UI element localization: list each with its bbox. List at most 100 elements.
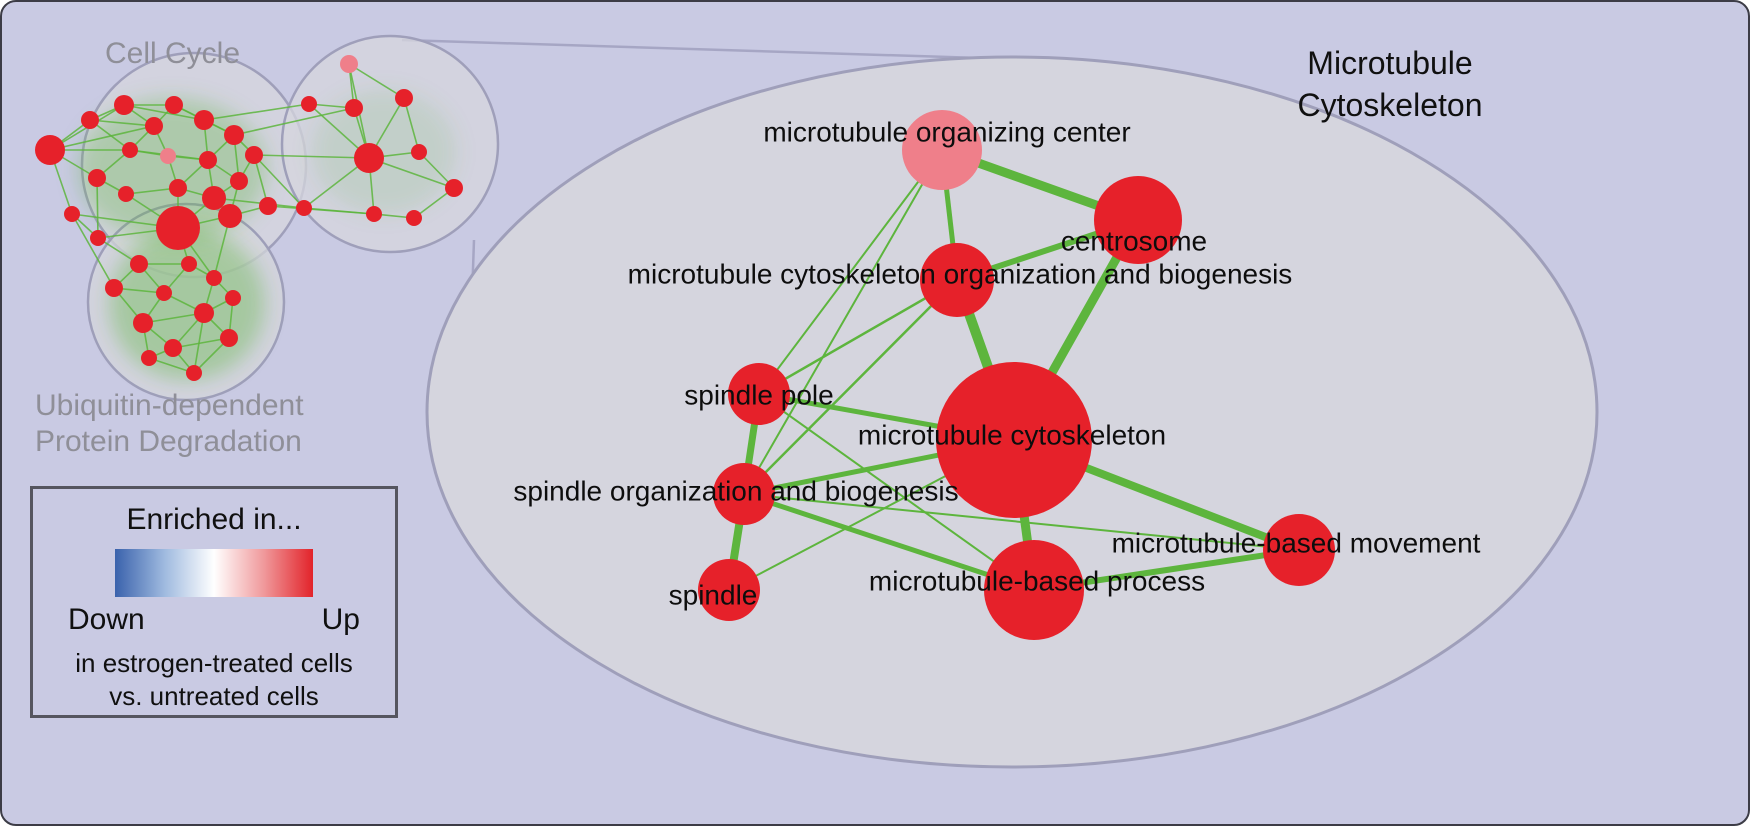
- detail-node-label-moc: microtubule organizing center: [763, 117, 1130, 148]
- detail-edge-spindleorg-process: [741, 491, 1037, 593]
- detail-edge-spindlepole-process: [758, 393, 1035, 591]
- detail-node-movement: [1263, 514, 1335, 586]
- overview-node: [133, 313, 153, 333]
- overview-edge: [303, 207, 375, 215]
- overview-node: [220, 329, 238, 347]
- detail-node-label-orgbio: microtubule cytoskeleton organization an…: [628, 259, 1293, 290]
- detail-node-label-process: microtubule-based process: [869, 566, 1205, 597]
- overview-edge: [403, 97, 420, 153]
- magnifier-line: [401, 38, 1013, 61]
- overview-edge: [253, 154, 370, 159]
- overview-edge: [203, 103, 310, 121]
- detail-node-label-spindlepole: spindle pole: [684, 380, 833, 411]
- overview-node: [354, 143, 384, 173]
- overview-node: [225, 290, 241, 306]
- legend: Enriched in... Down Up in estrogen-treat…: [30, 486, 398, 718]
- overview-node: [224, 125, 244, 145]
- detail-node-spindlepole: [728, 363, 790, 425]
- detail-node-label-centrosome: centrosome: [1061, 226, 1207, 257]
- overview-node: [118, 186, 134, 202]
- overview-node: [122, 142, 138, 158]
- overview-node: [345, 99, 363, 117]
- detail-edge-moc-spindleorg: [743, 149, 943, 495]
- legend-up-label: Up: [321, 603, 360, 636]
- overview-node: [160, 148, 176, 164]
- overview-node: [145, 117, 163, 135]
- overview-node: [202, 186, 226, 210]
- overview-node: [88, 169, 106, 187]
- overview-edge: [172, 337, 230, 349]
- overview-node: [194, 110, 214, 130]
- legend-down-label: Down: [68, 603, 145, 636]
- overview-node: [245, 146, 263, 164]
- detail-node-label-movement: microtubule-based movement: [1112, 528, 1481, 559]
- overview-node: [218, 204, 242, 228]
- overview-edge: [96, 177, 99, 239]
- overview-edge: [142, 312, 205, 324]
- detail-node-label-mtcyto: microtubule cytoskeleton: [858, 420, 1166, 451]
- legend-caption-line2: vs. untreated cells: [109, 681, 319, 711]
- cluster-haze: [312, 90, 456, 214]
- overview-edge: [213, 197, 305, 209]
- legend-caption-line1: in estrogen-treated cells: [75, 648, 353, 678]
- overview-node: [259, 197, 277, 215]
- overview-node: [395, 89, 413, 107]
- overview-edge: [89, 119, 155, 127]
- detail-node-process: [984, 540, 1084, 640]
- detail-node-spindle: [698, 559, 760, 621]
- cluster-label-ubiquitin-line1: Ubiquitin-dependent: [35, 389, 304, 422]
- detail-node-spindleorg: [713, 463, 775, 525]
- overview-node: [130, 255, 148, 273]
- overview-edge: [233, 107, 355, 136]
- overview-node: [64, 206, 80, 222]
- detail-edge-orgbio-spindleorg: [742, 278, 959, 496]
- overview-node: [296, 200, 312, 216]
- detail-node-orgbio: [920, 243, 994, 317]
- legend-title: Enriched in...: [126, 503, 302, 536]
- overview-edge: [253, 154, 305, 209]
- detail-node-label-spindle: spindle: [669, 580, 758, 611]
- overview-node: [411, 144, 427, 160]
- overview-edge: [348, 63, 405, 99]
- overview-node: [169, 179, 187, 197]
- detail-node-label-spindleorg: spindle organization and biogenesis: [513, 476, 958, 507]
- legend-caption: in estrogen-treated cells vs. untreated …: [33, 647, 395, 713]
- overview-node: [340, 55, 358, 73]
- cluster-label-ubiquitin: Ubiquitin-dependent Protein Degradation: [35, 388, 304, 460]
- overview-node: [199, 151, 217, 169]
- overview-node: [114, 95, 134, 115]
- detail-node-moc: [902, 110, 982, 190]
- overview-node: [141, 350, 157, 366]
- overview-node: [301, 96, 317, 112]
- detail-edge-orgbio-spindlepole: [757, 278, 959, 396]
- cluster-label-microtubule-line2: Cytoskeleton: [1297, 87, 1483, 123]
- detail-edge-moc-spindlepole: [758, 149, 943, 395]
- overview-edge: [49, 125, 155, 151]
- cluster-label-microtubule-line1: Microtubule: [1307, 45, 1473, 81]
- overview-node: [194, 303, 214, 323]
- overview-node: [105, 279, 123, 297]
- cluster-label-microtubule: Microtubule Cytoskeleton: [1235, 42, 1545, 126]
- overview-node: [164, 339, 182, 357]
- detail-node-mtcyto: [936, 362, 1092, 518]
- overview-node: [230, 172, 248, 190]
- overview-node: [186, 365, 202, 381]
- overview-node: [35, 135, 65, 165]
- overview-node: [156, 285, 172, 301]
- overview-node: [90, 230, 106, 246]
- overview-edge: [123, 104, 205, 121]
- overview-node: [181, 256, 197, 272]
- overview-node: [206, 270, 222, 286]
- overview-node: [366, 206, 382, 222]
- legend-updown-row: Down Up: [68, 603, 360, 637]
- overview-edge: [71, 213, 115, 289]
- overview-node: [406, 210, 422, 226]
- overview-edge: [368, 157, 455, 189]
- detail-node-centrosome: [1094, 176, 1182, 264]
- overview-node: [81, 111, 99, 129]
- overview-node: [445, 179, 463, 197]
- overview-node: [156, 206, 200, 250]
- cluster-label-cell-cycle: Cell Cycle: [105, 37, 241, 70]
